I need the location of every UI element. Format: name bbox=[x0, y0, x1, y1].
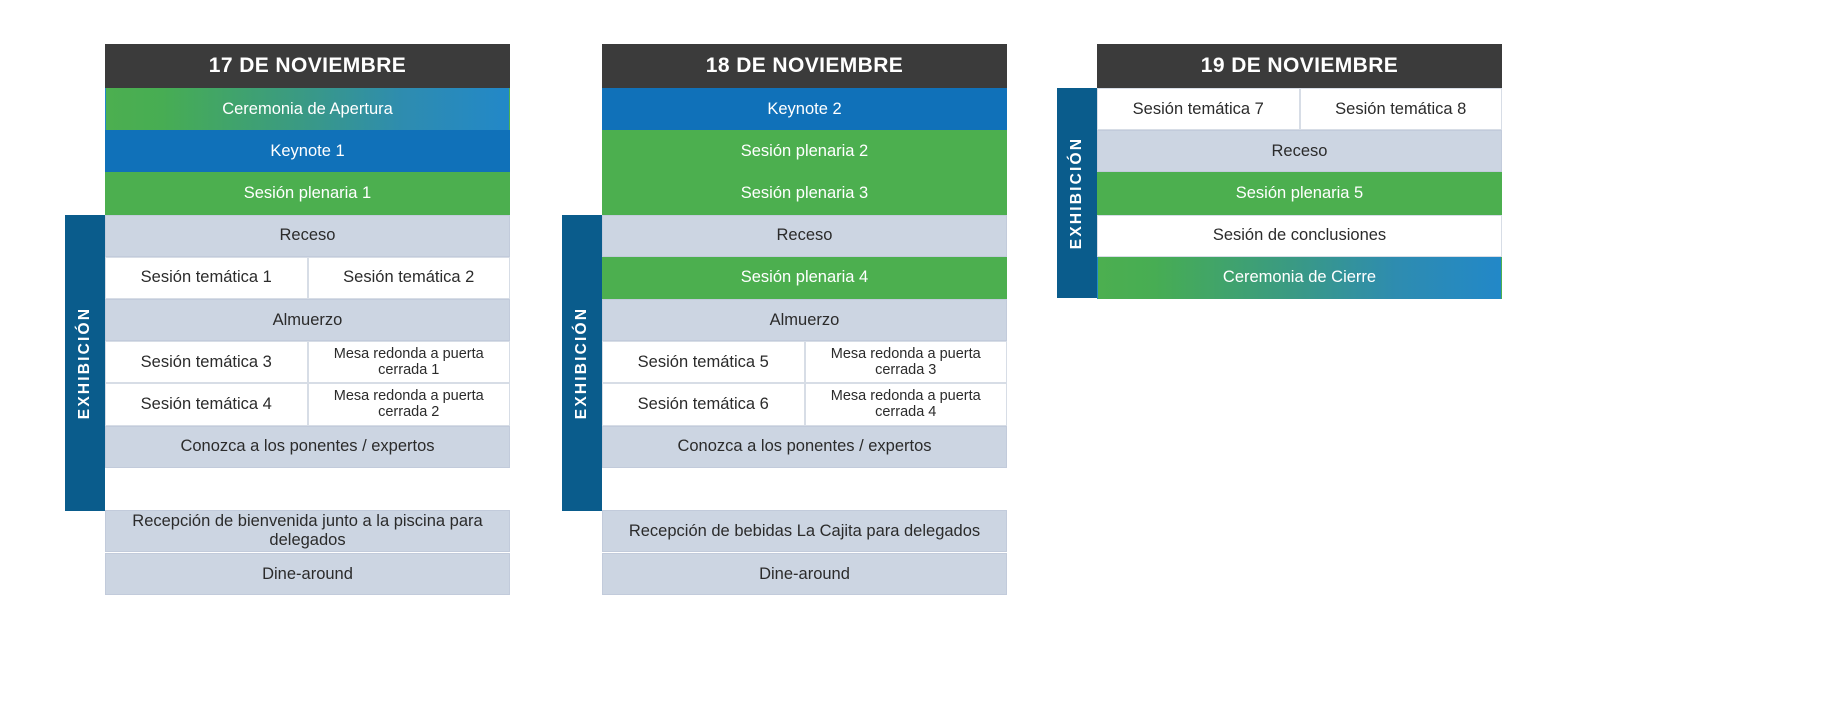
day-header-1: 17 DE NOVIEMBRE bbox=[105, 44, 510, 88]
schedule-row: Receso bbox=[602, 214, 1007, 257]
exhibition-label: EXHIBICIÓN bbox=[573, 306, 590, 420]
exhibition-band-2: EXHIBICIÓN bbox=[562, 215, 602, 511]
schedule-row: Conozca a los ponentes / expertos bbox=[602, 425, 1007, 468]
schedule-row: Receso bbox=[1097, 130, 1502, 173]
schedule-cell: Sesión temática 5 bbox=[602, 341, 805, 384]
schedule-cell: Sesión temática 8 bbox=[1299, 88, 1502, 131]
exhibition-label: EXHIBICIÓN bbox=[76, 306, 93, 420]
evening-row: Dine-around bbox=[105, 553, 510, 596]
schedule-row: Ceremonia de Apertura bbox=[105, 88, 510, 131]
schedule-row: Sesión plenaria 2 bbox=[602, 130, 1007, 173]
schedule-cell: Mesa redonda a puerta cerrada 2 bbox=[307, 383, 510, 426]
schedule-row: Receso bbox=[105, 214, 510, 257]
evening-row: Dine-around bbox=[602, 553, 1007, 596]
schedule-cell: Sesión temática 7 bbox=[1097, 88, 1300, 131]
schedule-row: Sesión plenaria 4 bbox=[602, 256, 1007, 299]
schedule-row: Sesión plenaria 5 bbox=[1097, 172, 1502, 215]
schedule-row: Ceremonia de Cierre bbox=[1097, 256, 1502, 299]
evening-row: Recepción de bebidas La Cajita para dele… bbox=[602, 510, 1007, 553]
schedule-cell: Sesión temática 6 bbox=[602, 383, 805, 426]
schedule-row: Conozca a los ponentes / expertos bbox=[105, 425, 510, 468]
exhibition-band-1: EXHIBICIÓN bbox=[65, 215, 105, 511]
schedule-cell: Sesión temática 4 bbox=[105, 383, 308, 426]
schedule-cell: Sesión temática 2 bbox=[307, 256, 510, 299]
day-header-3: 19 DE NOVIEMBRE bbox=[1097, 44, 1502, 88]
evening-row: Recepción de bienvenida junto a la pisci… bbox=[105, 510, 510, 553]
schedule-cell: Mesa redonda a puerta cerrada 3 bbox=[804, 341, 1007, 384]
schedule-cell: Sesión temática 3 bbox=[105, 341, 308, 384]
schedule-cell: Sesión temática 1 bbox=[105, 256, 308, 299]
schedule-cell: Mesa redonda a puerta cerrada 1 bbox=[307, 341, 510, 384]
day-header-2: 18 DE NOVIEMBRE bbox=[602, 44, 1007, 88]
schedule-row: Sesión plenaria 1 bbox=[105, 172, 510, 215]
schedule-row: Keynote 2 bbox=[602, 88, 1007, 131]
exhibition-band-3: EXHIBICIÓN bbox=[1057, 88, 1097, 298]
schedule-row: Almuerzo bbox=[105, 299, 510, 342]
schedule-row: Sesión de conclusiones bbox=[1097, 214, 1502, 257]
schedule-row: Sesión plenaria 3 bbox=[602, 172, 1007, 215]
schedule-cell: Mesa redonda a puerta cerrada 4 bbox=[804, 383, 1007, 426]
exhibition-label: EXHIBICIÓN bbox=[1068, 136, 1085, 250]
schedule-row: Keynote 1 bbox=[105, 130, 510, 173]
schedule-row: Almuerzo bbox=[602, 299, 1007, 342]
